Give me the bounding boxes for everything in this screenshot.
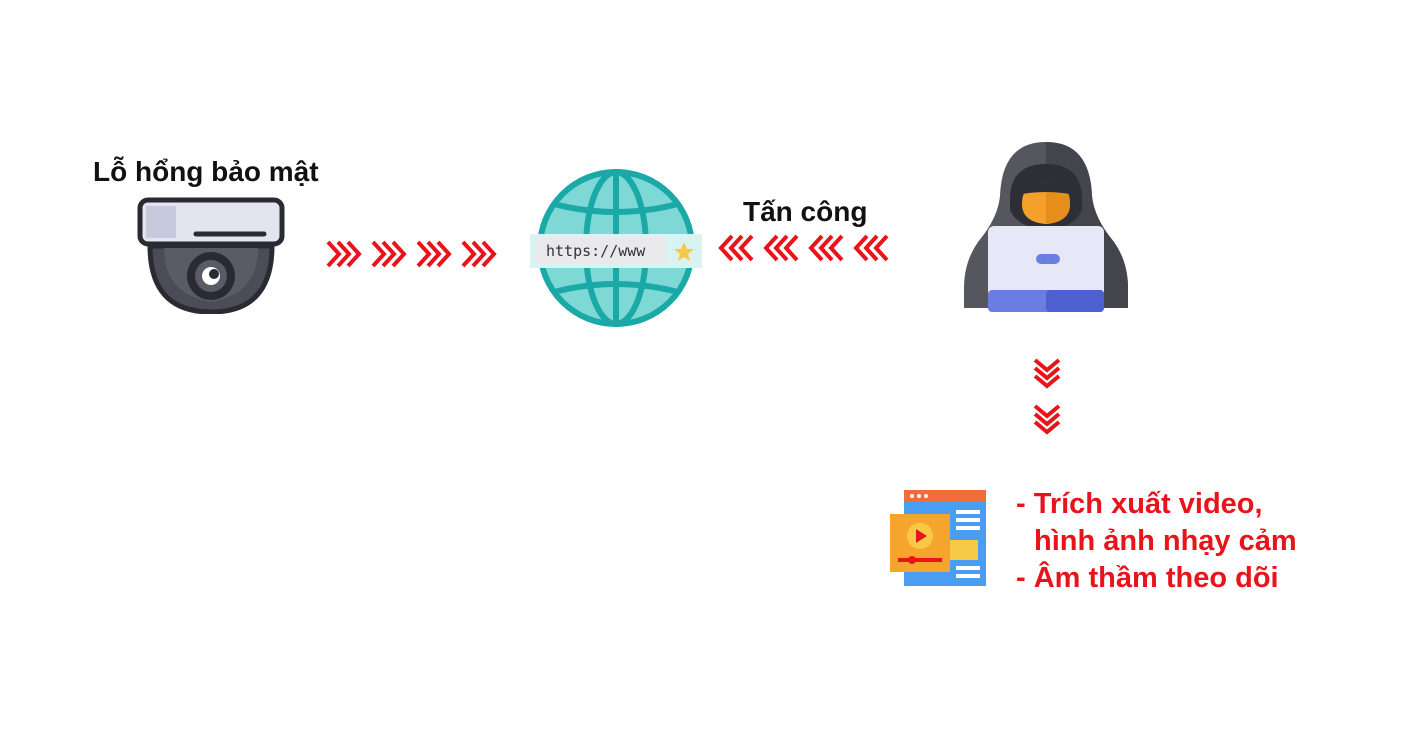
- result-line-spy: - Âm thầm theo dõi: [1016, 562, 1279, 594]
- chevrons-right-icon: [326, 238, 500, 270]
- camera-label: Lỗ hổng bảo mật: [93, 156, 319, 187]
- security-camera-icon: [136, 196, 286, 314]
- chevrons-down-icon: [1032, 358, 1062, 440]
- result-line-extract: - Trích xuất video,: [1016, 488, 1263, 520]
- hacker-laptop-icon: [960, 138, 1132, 314]
- attack-label: Tấn công: [743, 196, 868, 227]
- video-file-icon: [890, 490, 988, 588]
- chevrons-left-icon: [718, 232, 892, 264]
- result-list: - Trích xuất video, hình ảnh nhạy cảm - …: [1016, 486, 1297, 597]
- result-line-sensitive: hình ảnh nhạy cảm: [1034, 525, 1297, 557]
- url-text: https://www: [546, 242, 646, 260]
- globe-browser-icon: [528, 168, 704, 328]
